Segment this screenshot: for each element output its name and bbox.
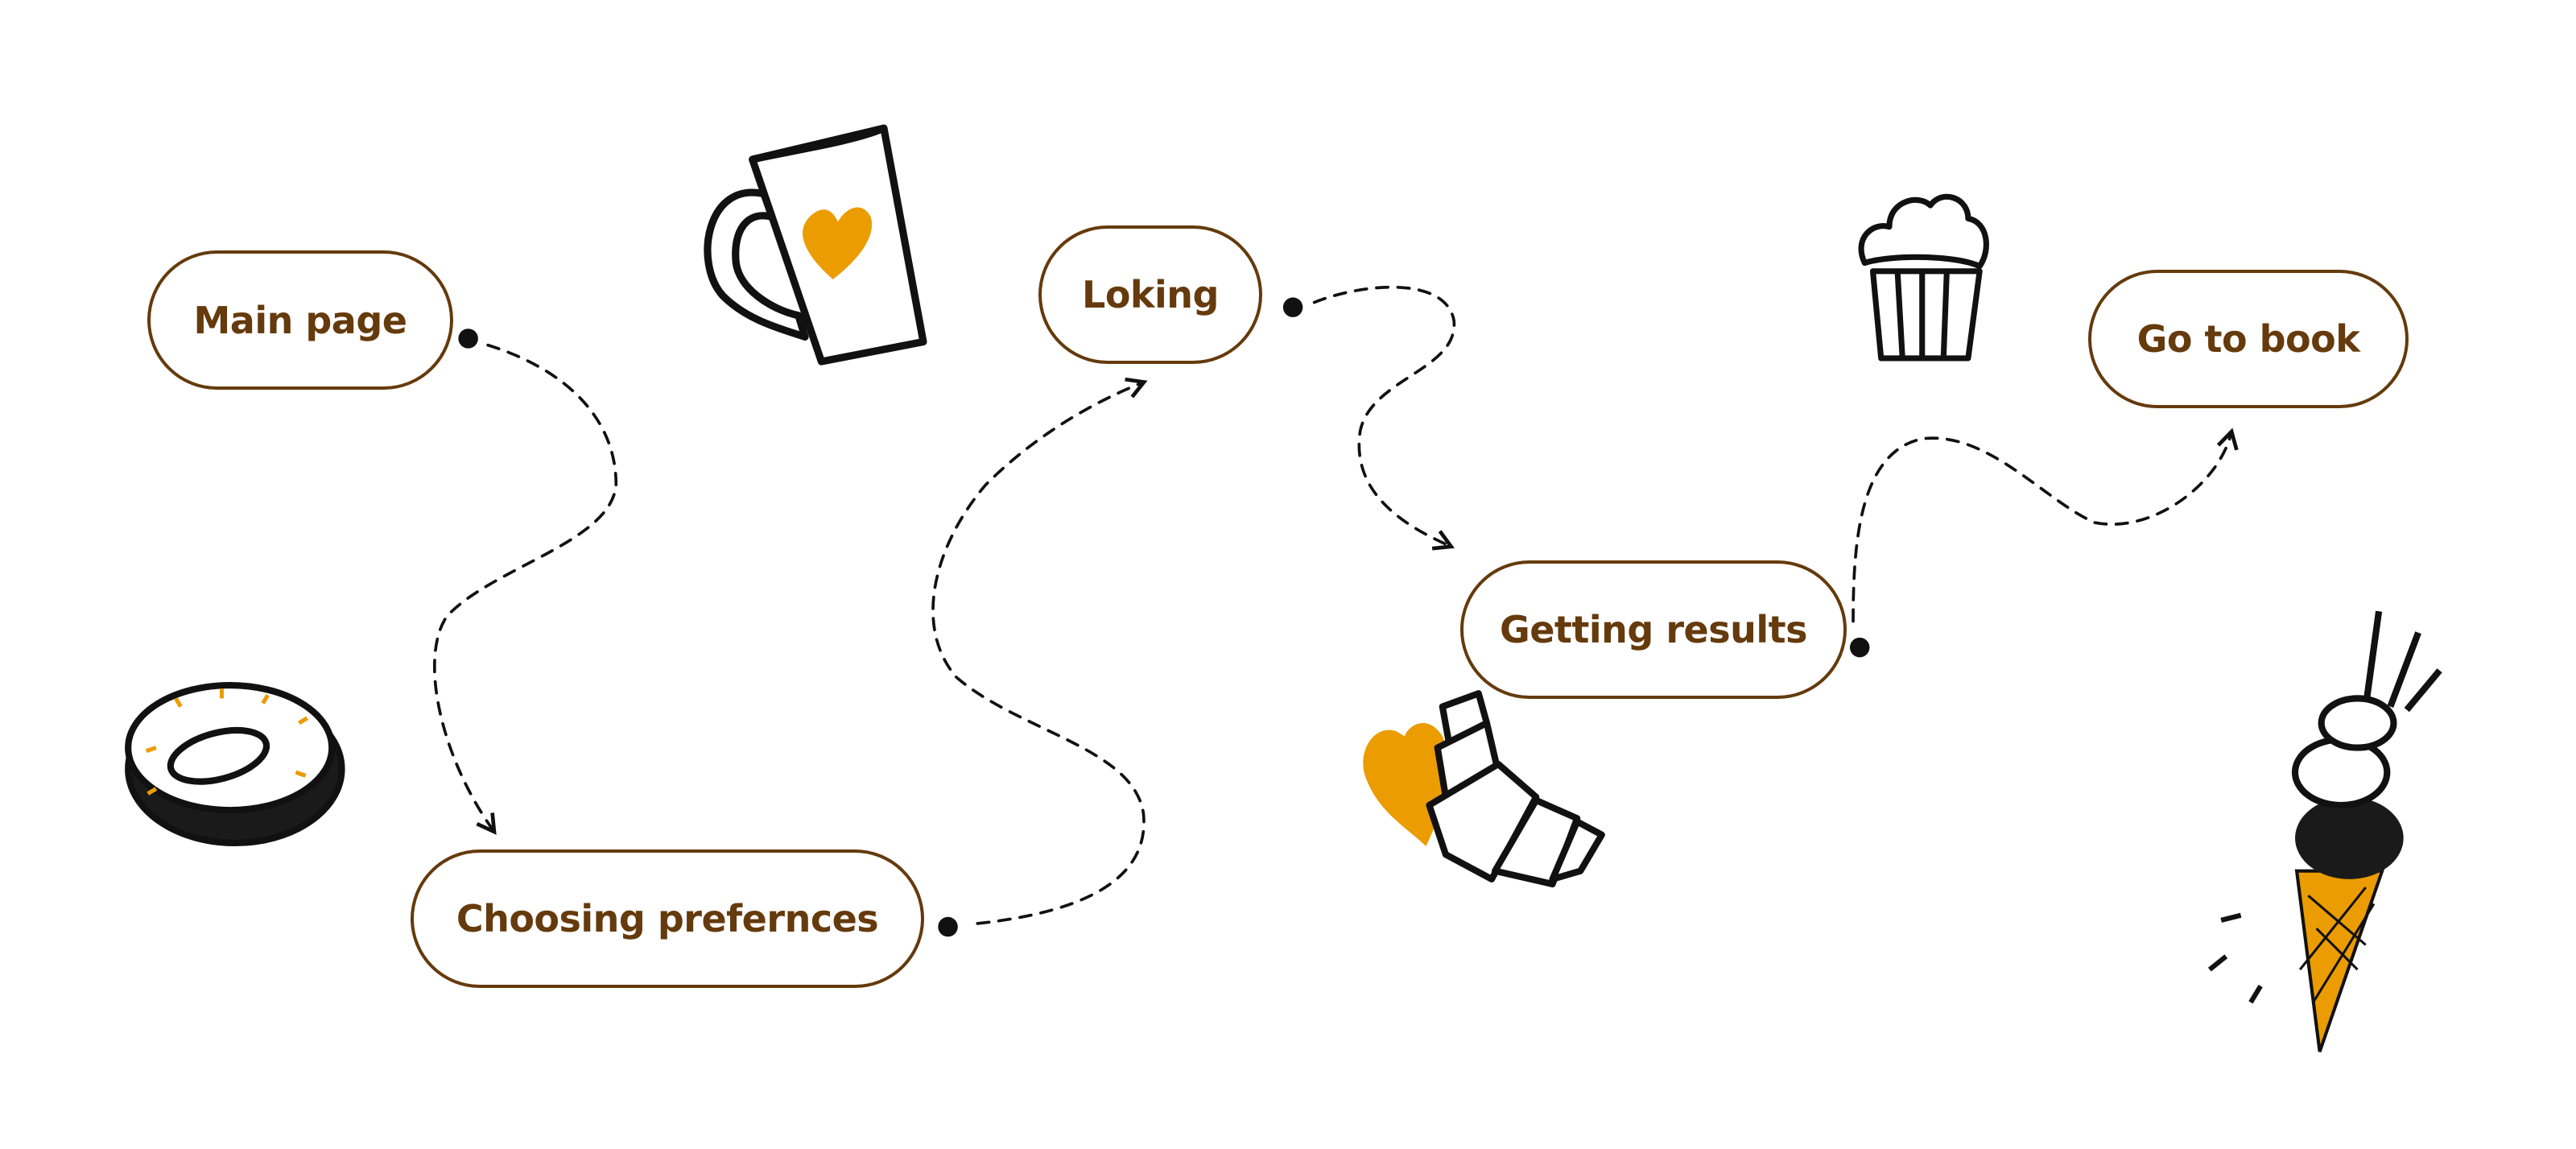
step-go-to-book[interactable]: Go to book <box>2088 270 2409 408</box>
connector-dot <box>938 916 958 937</box>
heart-icon <box>803 207 873 279</box>
connector-main-to-choosing <box>433 343 618 835</box>
step-main-page[interactable]: Main page <box>147 250 453 390</box>
connector-loking-to-getting <box>1312 285 1455 551</box>
step-getting-results[interactable]: Getting results <box>1460 560 1847 699</box>
cupcake-icon <box>1858 193 1989 362</box>
connector-dot <box>458 329 478 349</box>
step-label: Choosing prefernces <box>456 897 879 940</box>
connector-choosing-to-loking <box>931 377 1148 925</box>
donut-icon <box>125 681 345 847</box>
step-label: Loking <box>1082 273 1219 316</box>
connector-dot <box>1282 297 1303 317</box>
step-label: Go to book <box>2136 317 2360 361</box>
step-label: Getting results <box>1499 608 1808 651</box>
connector-dot <box>1849 637 1870 658</box>
step-choosing-preferences[interactable]: Choosing prefernces <box>411 849 924 988</box>
step-label: Main page <box>193 298 407 342</box>
croissant-icon <box>1363 690 1605 888</box>
step-loking[interactable]: Loking <box>1038 225 1262 364</box>
ice-cream-icon <box>2207 610 2442 1052</box>
connector-getting-to-book <box>1852 428 2239 623</box>
